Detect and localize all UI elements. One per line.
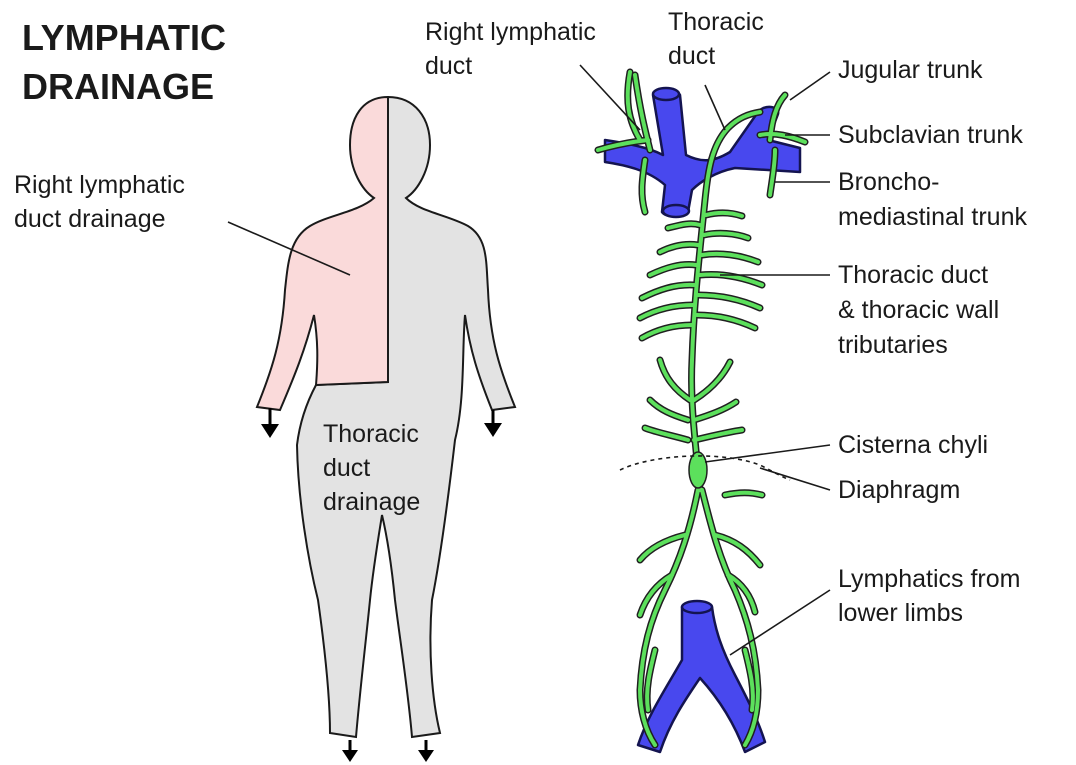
jugular-vein-opening-right	[653, 88, 679, 100]
svg-text:drainage: drainage	[323, 488, 420, 516]
svg-text:duct drainage: duct drainage	[14, 205, 166, 233]
label-right-lymphatic-duct-drainage: Right lymphatic duct drainage	[14, 171, 185, 233]
trib-r4	[700, 274, 762, 285]
drainage-arrow-left-hand	[484, 410, 502, 437]
svg-text:Thoracic: Thoracic	[323, 420, 419, 448]
svg-text:Right lymphatic: Right lymphatic	[14, 171, 185, 199]
leader-diaphragm	[760, 468, 830, 490]
svg-text:Diaphragm: Diaphragm	[838, 476, 960, 504]
label-right-lymphatic-duct: Right lymphatic duct	[425, 18, 596, 80]
thoracic-duct-drainage-region	[297, 97, 515, 737]
svg-text:Right lymphatic: Right lymphatic	[425, 18, 596, 46]
drainage-arrow-right-foot	[342, 740, 358, 762]
svg-text:Thoracic: Thoracic	[668, 8, 764, 36]
label-lower-limb-lymphatics: Lymphatics from lower limbs	[838, 565, 1020, 627]
branch-lower-l3	[645, 428, 688, 440]
leader-cisterna-chyli	[705, 445, 830, 462]
label-cisterna-chyli: Cisterna chyli	[838, 431, 988, 459]
drainage-arrow-right-hand	[261, 408, 279, 438]
svg-text:duct: duct	[425, 52, 472, 80]
right-lymphatic-duct-drainage-region	[257, 97, 388, 410]
leader-thoracic-duct	[705, 85, 725, 130]
branch-lower-r1	[694, 362, 730, 400]
label-thoracic-duct: Thoracic duct	[668, 8, 764, 70]
svg-text:Jugular trunk: Jugular trunk	[838, 56, 983, 84]
svg-text:Subclavian trunk: Subclavian trunk	[838, 121, 1023, 149]
title-line-2: DRAINAGE	[22, 66, 214, 107]
svg-text:tributaries: tributaries	[838, 331, 948, 359]
label-diaphragm: Diaphragm	[838, 476, 960, 504]
svg-text:mediastinal trunk: mediastinal trunk	[838, 203, 1027, 231]
lymph-branch-r-c	[725, 493, 762, 495]
svc-opening	[663, 205, 689, 217]
svg-text:lower limbs: lower limbs	[838, 599, 963, 627]
body-figure	[257, 97, 515, 737]
svg-text:Lymphatics from: Lymphatics from	[838, 565, 1020, 593]
drainage-arrow-left-foot	[418, 740, 434, 762]
svg-text:Broncho-: Broncho-	[838, 168, 939, 196]
svg-text:duct: duct	[668, 42, 715, 70]
label-thoracic-wall-tributaries: Thoracic duct & thoracic wall tributarie…	[838, 261, 999, 359]
title-line-1: LYMPHATIC	[22, 17, 226, 58]
svg-text:duct: duct	[323, 454, 370, 482]
svg-text:& thoracic wall: & thoracic wall	[838, 296, 999, 324]
leader-jugular-trunk	[790, 72, 830, 100]
label-jugular-trunk: Jugular trunk	[838, 56, 983, 84]
label-bronchomediastinal-trunk: Broncho- mediastinal trunk	[838, 168, 1027, 231]
ivc-opening	[682, 601, 712, 613]
svg-text:Cisterna chyli: Cisterna chyli	[838, 431, 988, 459]
svg-text:Thoracic duct: Thoracic duct	[838, 261, 988, 289]
branch-lower-r2	[694, 402, 736, 420]
label-subclavian-trunk: Subclavian trunk	[838, 121, 1023, 149]
branch-lower-l1-outline	[660, 360, 690, 400]
cisterna-chyli-sac	[689, 452, 707, 488]
